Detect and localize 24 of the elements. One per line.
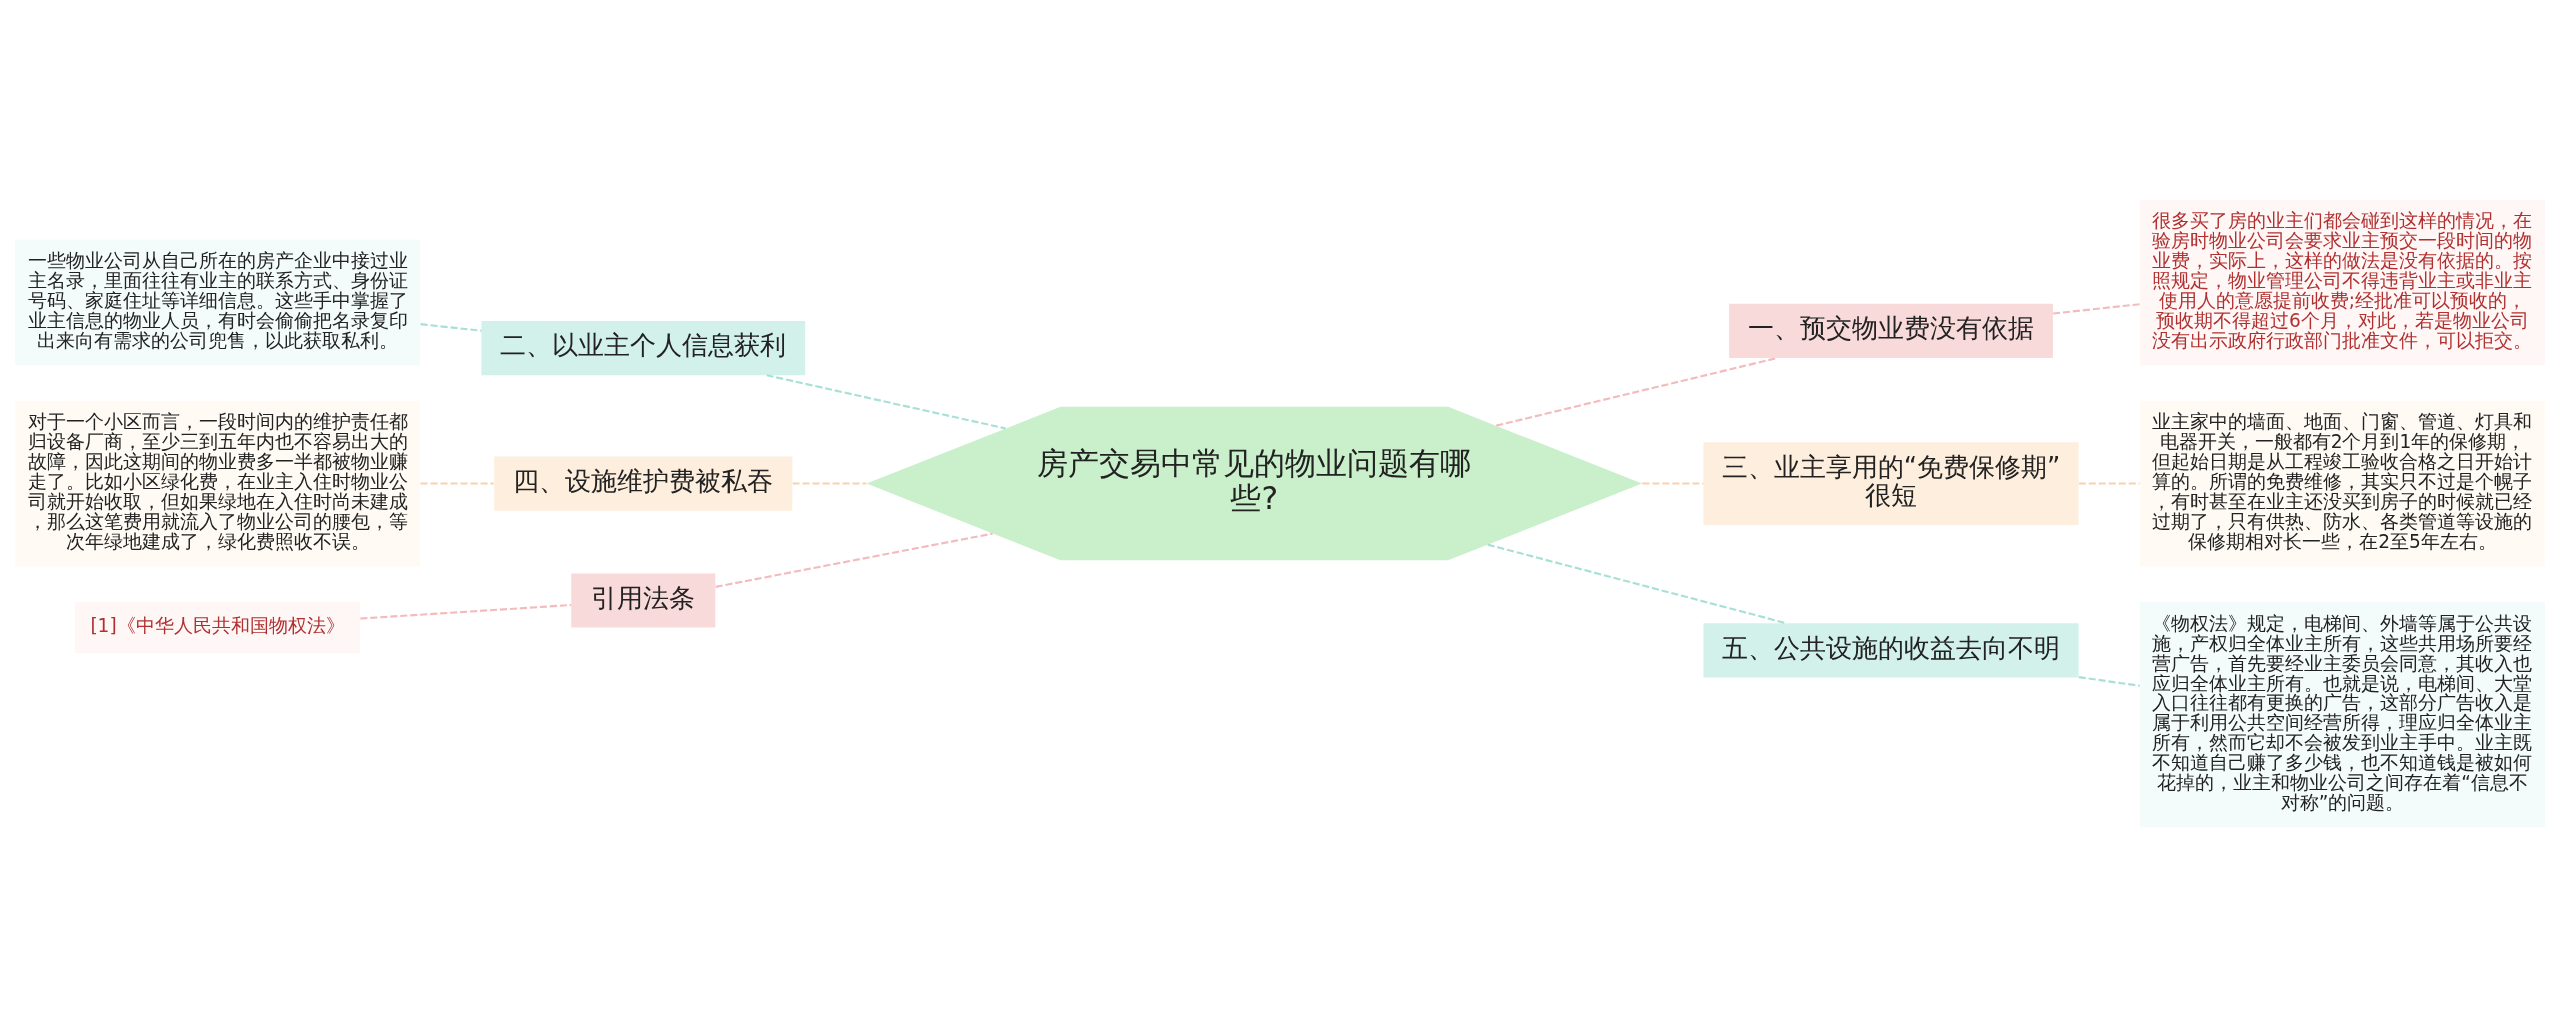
connector — [360, 603, 572, 620]
node-box: 一些物业公司从自己所在的房产企业中接过业主名录，里面往往有业主的联系方式、身份证号码、家庭住址等详细信息。这些手中掌握了业主信息的物业人员，有时会偷偷把名录复印出来向有需求的公司兜售，以此获取私利。 — [15, 239, 421, 366]
node-box: 《物权法》规定，电梯间、外墙等属于公共设施，产权归全体业主所有，这些共用场所要经营广告，首先要经业主委员会同意，其收入也应归全体业主所有。也就是说，电梯间、大堂入口往往都有更换的广告，这部分广告收入是属于利用公共空间经营所得，理应归全体业主所有，然而它却不会被发到业主手中。业主既不知道自己赚了多少钱，也不知道钱是被如何花掉的，业主和物业公司之间存在着“信息不对称”的问题。 — [2139, 601, 2545, 828]
node-box: 三、业主享用的“免费保修期”很短 — [1703, 442, 2079, 525]
node-box: 四、设施维护费被私吞 — [494, 456, 793, 511]
connector — [1642, 482, 1704, 485]
connector — [420, 482, 494, 485]
node-box: 一、预交物业费没有依据 — [1729, 303, 2053, 359]
connector — [1487, 543, 1787, 625]
node-box: 很多买了房的业主们都会碰到这样的情况，在验房时物业公司会要求业主预交一段时间的物业费，实际上，这样的做法是没有依据的。按照规定，物业管理公司不得违背业主或非业主使用人的意愿提前收费;经批准可以预收的，预收期不得超过6个月，对此，若是物业公司没有出示政府行政部门批准文件，可以拒交。 — [2139, 199, 2545, 366]
node-box: 引用法条 — [571, 573, 716, 628]
connector — [2078, 676, 2140, 687]
node-box: 二、以业主个人信息获利 — [481, 320, 806, 376]
connector — [1496, 357, 1777, 427]
node-box: 对于一个小区而言，一段时间内的维护责任都归设备厂商，至少三到五年内也不容易出大的故障，因此这期间的物业费多一半都被物业赚走了。比如小区绿化费，在业主入住时物业公司就开始收取，但如果绿地在入住时尚未建成，那么这笔费用就流入了物业公司的腰包，等次年绿地建成了，绿化费照收不误。 — [15, 400, 421, 567]
connector — [715, 532, 993, 588]
connector — [2053, 303, 2140, 315]
connector — [792, 482, 867, 485]
node-box: 五、公共设施的收益去向不明 — [1703, 623, 2079, 678]
node-box: [1]《中华人民共和国物权法》 — [74, 601, 361, 654]
node-box: 业主家中的墙面、地面、门窗、管道、灯具和电器开关，一般都有2个月到1年的保修期，但起始日期是从工程竣工验收合格之日开始计算的。所谓的免费维修，其实只不过是个幌子，有时甚至在业主还没买到房子的时候就已经过期了，只有供热、防水、各类管道等设施的保修期相对长一些，在2至5年左右。 — [2139, 400, 2545, 567]
connector — [420, 323, 482, 332]
connector — [766, 374, 1006, 430]
connector — [2078, 482, 2140, 485]
